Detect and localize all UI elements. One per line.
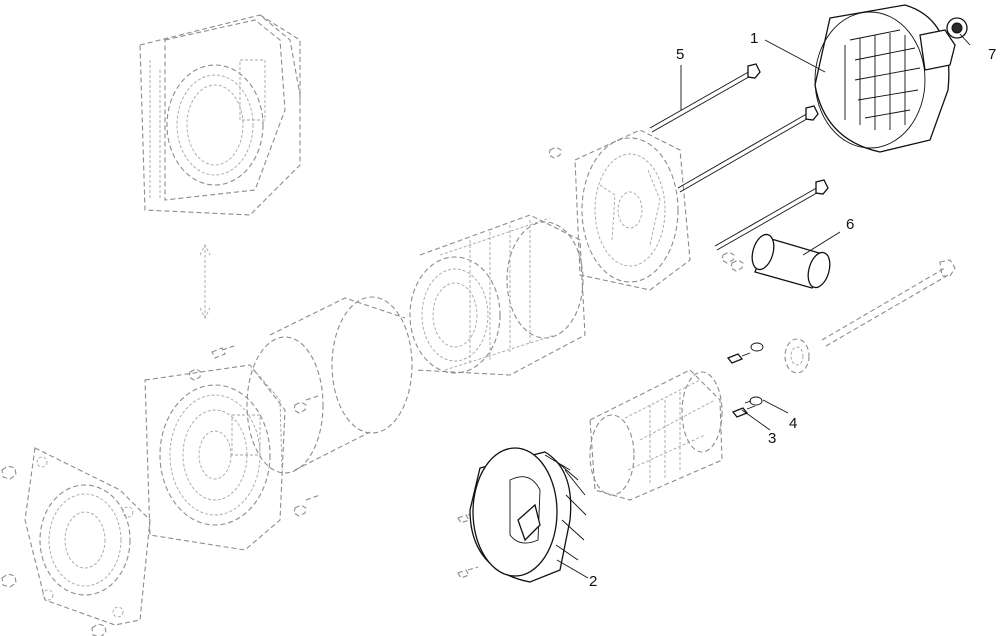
part-7-cap[interactable] bbox=[946, 17, 968, 39]
adapter-flange-housing-upper bbox=[139, 14, 301, 216]
stator-shell-cylinder bbox=[246, 296, 413, 474]
part-5-tie-rods[interactable] bbox=[649, 63, 829, 251]
part-1-end-cover[interactable] bbox=[814, 4, 956, 153]
callout-7: 7 bbox=[988, 46, 996, 63]
leader-lines bbox=[556, 33, 971, 579]
alignment-arrow bbox=[199, 243, 211, 320]
callout-1: 1 bbox=[750, 30, 758, 47]
bearing-ring bbox=[784, 338, 810, 374]
rotor-assembly bbox=[589, 369, 723, 501]
housing-bolts bbox=[188, 344, 321, 517]
callout-labels: 1 2 3 4 5 6 7 bbox=[589, 30, 996, 590]
callout-6: 6 bbox=[846, 216, 854, 233]
callout-2: 2 bbox=[589, 573, 597, 590]
stator-core bbox=[409, 214, 586, 376]
part-3-diode[interactable] bbox=[726, 352, 756, 418]
flange-nuts bbox=[1, 465, 107, 636]
part-6-capacitor[interactable] bbox=[748, 232, 833, 290]
long-through-bolt bbox=[821, 259, 956, 347]
part-4-terminal[interactable] bbox=[744, 342, 764, 406]
drive-end-housing bbox=[144, 364, 286, 551]
part-2-fan[interactable] bbox=[469, 447, 587, 583]
callout-5: 5 bbox=[676, 46, 684, 63]
callout-3: 3 bbox=[768, 430, 776, 447]
callout-4: 4 bbox=[789, 415, 797, 432]
mounting-flange-plate bbox=[24, 447, 151, 626]
rear-bracket-housing bbox=[548, 129, 744, 291]
